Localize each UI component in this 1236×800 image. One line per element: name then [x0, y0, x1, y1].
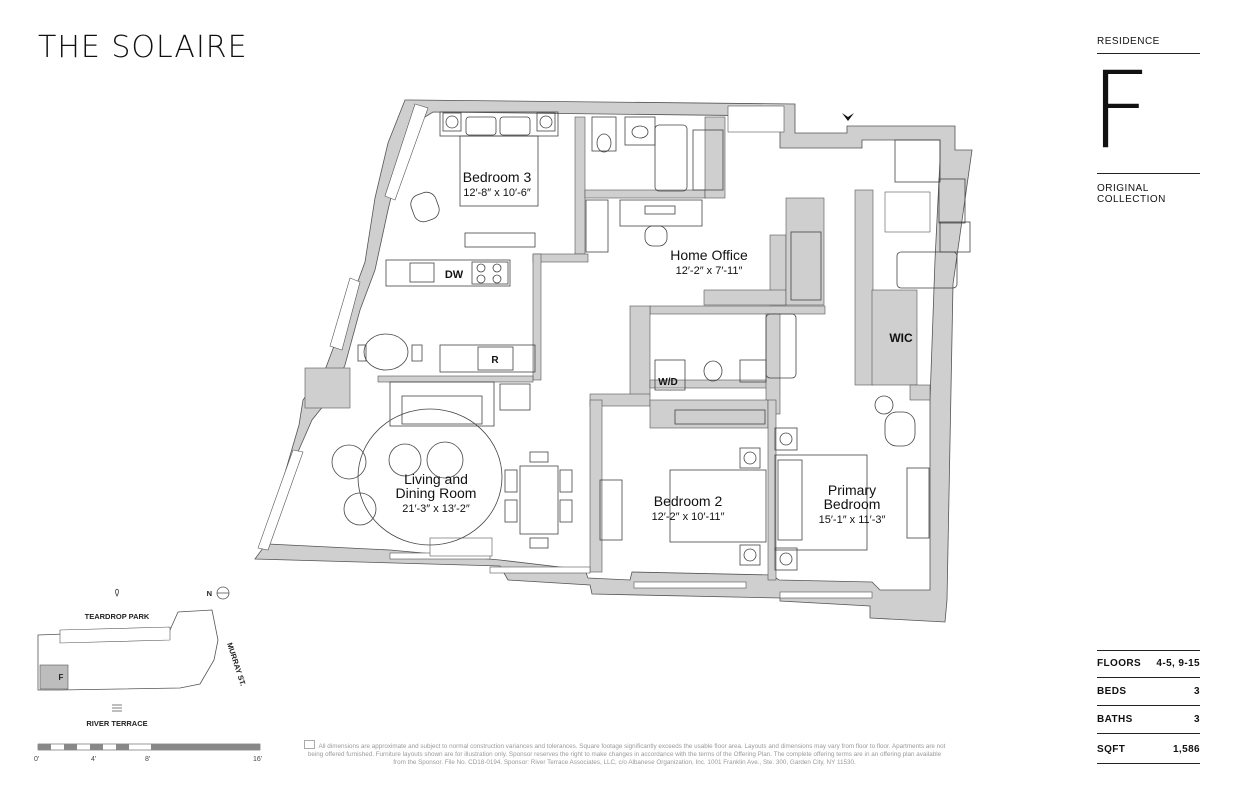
room-name-primary-1: Primary — [828, 482, 876, 498]
room-name-primary-2: Bedroom — [824, 496, 881, 512]
divider — [1097, 677, 1200, 678]
tree-icon — [115, 588, 119, 597]
brand-logo: THE SOLAIRE — [38, 30, 248, 65]
street-label: MURRAY ST. — [225, 641, 247, 687]
disclaimer-body: All dimensions are approximate and subje… — [307, 743, 946, 766]
scale-label: 8' — [145, 756, 151, 763]
divider — [1097, 763, 1200, 764]
scale-labels: 0' 4' 8' 16' — [34, 756, 274, 766]
room-dims-bedroom3: 12′-8″ x 10′-6″ — [463, 187, 531, 199]
stat-label: BATHS — [1097, 713, 1133, 725]
stat-label: BEDS — [1097, 685, 1127, 697]
room-dims-home-office: 12′-2″ x 7′-11″ — [676, 265, 743, 277]
room-dims-primary: 15′-1″ x 11′-3″ — [819, 514, 886, 526]
room-name-living-1: Living and — [404, 471, 468, 487]
stat-value: 4-5, 9-15 — [1156, 657, 1200, 669]
key-map: TEARDROP PARK RIVER TERRACE N MURRAY ST.… — [37, 586, 248, 728]
stat-label: FLOORS — [1097, 657, 1142, 669]
divider — [1097, 650, 1200, 651]
stat-value: 3 — [1194, 713, 1200, 725]
stat-baths: BATHS 3 — [1097, 710, 1200, 728]
stat-floors: FLOORS 4-5, 9-15 — [1097, 654, 1200, 672]
refrigerator-label: R — [491, 355, 499, 366]
disclaimer-text: All dimensions are approximate and subje… — [302, 740, 947, 767]
equal-housing-icon — [303, 740, 315, 749]
divider — [1097, 705, 1200, 706]
entry-arrow-icon — [842, 113, 854, 121]
residence-letter: F — [1090, 49, 1151, 172]
unit-marker: F — [59, 673, 64, 682]
residence-label: RESIDENCE — [1097, 36, 1160, 47]
waves-icon — [112, 704, 122, 712]
stat-sqft: SQFT 1,586 — [1097, 740, 1200, 758]
north-label: N — [207, 589, 212, 598]
stat-label: SQFT — [1097, 743, 1126, 755]
stat-value: 1,586 — [1172, 743, 1200, 755]
collection-label: ORIGINAL COLLECTION — [1097, 183, 1166, 205]
scale-label: 16' — [253, 756, 263, 763]
room-name-bedroom3: Bedroom 3 — [463, 169, 532, 185]
terrace-label: RIVER TERRACE — [86, 719, 147, 728]
stat-beds: BEDS 3 — [1097, 682, 1200, 700]
room-name-bedroom2: Bedroom 2 — [654, 493, 723, 509]
wic-label: WIC — [889, 331, 913, 345]
dishwasher-label: DW — [445, 269, 464, 281]
park-label: TEARDROP PARK — [85, 612, 150, 621]
scale-label: 0' — [34, 756, 40, 763]
divider — [1097, 733, 1200, 734]
stat-value: 3 — [1194, 685, 1200, 697]
room-dims-living: 21′-3″ x 13′-2″ — [402, 503, 470, 515]
washer-dryer-label: W/D — [658, 377, 677, 388]
scale-bar — [37, 743, 261, 751]
divider — [1097, 53, 1200, 54]
scale-label: 4' — [91, 756, 97, 763]
divider — [1097, 173, 1200, 174]
room-name-home-office: Home Office — [670, 247, 748, 263]
room-name-living-2: Dining Room — [396, 485, 477, 501]
room-dims-bedroom2: 12′-2″ x 10′-11″ — [652, 511, 725, 523]
